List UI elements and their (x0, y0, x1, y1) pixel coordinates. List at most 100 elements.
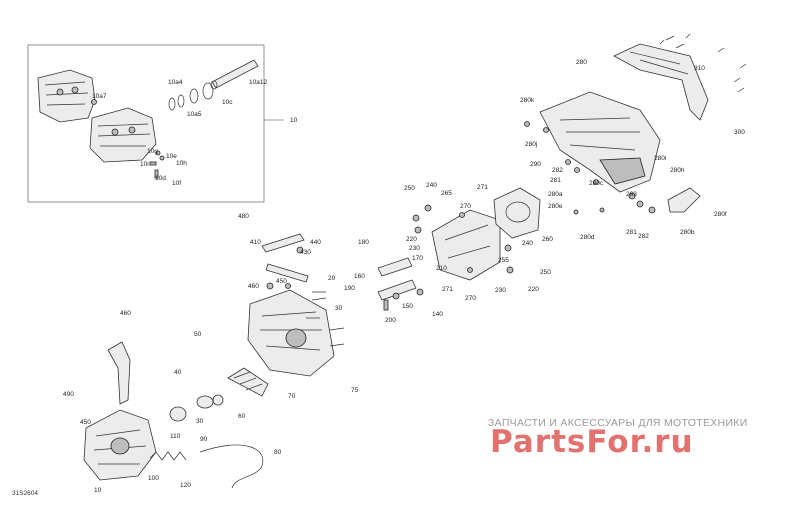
callout-label-180: 180 (358, 239, 369, 246)
callout-labels: 10a710a410a510c10a121010g10e10h10i10d10f… (63, 59, 745, 494)
callout-label-410: 410 (250, 239, 261, 246)
callout-label-140: 140 (432, 311, 443, 318)
callout-label-80: 80 (274, 449, 282, 456)
callout-label-281: 281 (626, 229, 637, 236)
seal-rings (168, 82, 214, 111)
callout-label-460: 460 (120, 310, 131, 317)
callout-label-60: 60 (238, 413, 246, 420)
callout-label-10a12: 10a12 (249, 79, 267, 86)
callout-label-250: 250 (404, 185, 415, 192)
callout-label-150: 150 (402, 303, 413, 310)
callout-label-281: 281 (550, 177, 561, 184)
callout-label-100: 100 (148, 475, 159, 482)
frame-rail-300 (613, 43, 709, 121)
callout-label-280: 280 (576, 59, 587, 66)
callout-label-10a7: 10a7 (92, 93, 107, 100)
callout-label-310: 310 (694, 65, 705, 72)
callout-label-265: 265 (441, 190, 452, 197)
callout-label-230: 230 (409, 245, 420, 252)
sleeve-30 (169, 406, 187, 422)
callout-label-280d: 280d (580, 234, 595, 241)
callout-label-70: 70 (288, 393, 296, 400)
callout-label-440: 440 (310, 239, 321, 246)
fasteners-280 (524, 121, 656, 215)
diagram-reference-code: 31S2604 (12, 490, 38, 497)
callout-label-10a5: 10a5 (187, 111, 202, 118)
callout-label-30: 30 (335, 305, 343, 312)
gearcase-housing (247, 289, 335, 377)
callout-label-270: 270 (460, 203, 471, 210)
spring-100 (149, 451, 187, 461)
callout-label-40: 40 (174, 369, 182, 376)
callout-label-160: 160 (354, 273, 365, 280)
engine-block-illustration (37, 69, 157, 163)
callout-label-10d: 10d (155, 175, 166, 182)
callout-label-10e: 10e (166, 153, 177, 160)
callout-label-280a: 280a (548, 191, 563, 198)
callout-label-75: 75 (351, 387, 359, 394)
callout-label-280k: 280k (520, 97, 535, 104)
callout-label-282: 282 (638, 233, 649, 240)
callout-label-450: 450 (276, 278, 287, 285)
callout-label-240: 240 (522, 240, 533, 247)
callout-label-20: 20 (328, 275, 336, 282)
callout-label-460: 460 (248, 283, 259, 290)
bellows-50 (227, 367, 269, 397)
callout-label-271: 271 (477, 184, 488, 191)
bolts-20 (306, 291, 345, 347)
top-cover-280 (539, 91, 661, 193)
callout-label-480: 480 (238, 213, 249, 220)
watermark-brand-logo: PartsFor.ru (490, 424, 694, 460)
callout-label-255: 255 (498, 257, 509, 264)
callout-label-280h: 280h (670, 167, 685, 174)
ring-40-60 (196, 394, 224, 409)
callout-label-490: 490 (63, 391, 74, 398)
callout-label-280f: 280f (714, 211, 727, 218)
callout-label-90: 90 (200, 436, 208, 443)
pump-assembly-10 (83, 409, 157, 481)
hose-80 (199, 444, 264, 489)
callout-label-280i: 280i (654, 155, 666, 162)
nuts-middle (412, 204, 514, 274)
callout-label-110: 110 (170, 433, 181, 440)
callout-label-10a4: 10a4 (168, 79, 183, 86)
hose-460 (107, 341, 131, 405)
callout-label-290: 290 (530, 161, 541, 168)
housing-260 (493, 187, 541, 239)
callout-label-10f: 10f (172, 180, 181, 187)
callout-label-10h: 10h (176, 160, 187, 167)
callout-label-10i: 10i (140, 161, 149, 168)
callout-label-230: 230 (495, 287, 506, 294)
callout-label-283: 283 (626, 191, 637, 198)
callout-label-270: 270 (465, 295, 476, 302)
callout-label-120: 120 (180, 482, 191, 489)
callout-label-282: 282 (552, 167, 563, 174)
callout-label-220: 220 (406, 236, 417, 243)
callout-label-430: 430 (300, 249, 311, 256)
callout-label-240: 240 (426, 182, 437, 189)
callout-label-271: 271 (442, 286, 453, 293)
watermark-caption: ЗАПЧАСТИ И АКСЕССУАРЫ ДЛЯ МОТОТЕХНИКИ (488, 417, 748, 429)
callout-label-220: 220 (528, 286, 539, 293)
callout-label-280b: 280b (680, 229, 695, 236)
small-fasteners-inset (91, 99, 165, 179)
callout-label-280e: 280e (548, 203, 563, 210)
callout-label-260: 260 (542, 236, 553, 243)
callout-label-10: 10 (94, 487, 102, 494)
arm-410-460 (261, 233, 309, 290)
callout-label-210: 210 (436, 265, 447, 272)
callout-label-250: 250 (540, 269, 551, 276)
bracket-210 (431, 209, 501, 281)
callout-label-190: 190 (344, 285, 355, 292)
screws-310 (659, 33, 747, 93)
callout-label-50: 50 (194, 331, 202, 338)
callout-label-10c: 10c (222, 99, 233, 106)
callout-label-170: 170 (412, 255, 423, 262)
guard-280f (667, 187, 701, 213)
callout-label-30: 30 (196, 418, 204, 425)
linkage-140-200 (377, 257, 424, 311)
callout-label-280j: 280j (525, 141, 537, 148)
driveshaft-tube (210, 59, 259, 90)
callout-label-200: 200 (385, 317, 396, 324)
